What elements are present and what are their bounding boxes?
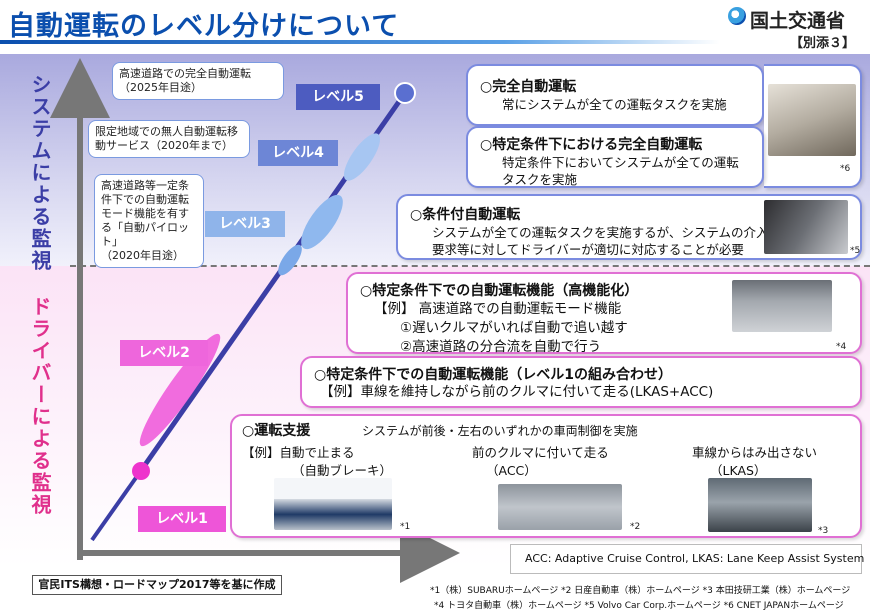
- example2-label: 前のクルマに付いて走る: [472, 445, 609, 460]
- ref-3: *3: [818, 526, 829, 536]
- level3-bubble: 高速道路等一定条件下での自動運転モード機能を有する「自動パイロット」（2020年…: [94, 174, 204, 268]
- level3-lens-small: [278, 244, 302, 276]
- ref-6: *6: [840, 164, 851, 174]
- example3-sub: （LKAS）: [710, 463, 767, 478]
- acc-photo: [498, 484, 622, 530]
- level5-point: [394, 82, 416, 104]
- ministry-logo-icon: [728, 7, 746, 25]
- level4-card: ○特定条件下における完全自動運転 特定条件下においてシステムが全ての運転 タスク…: [466, 126, 764, 188]
- level1-label: レベル1: [138, 506, 226, 532]
- example1-sub: （自動ブレーキ）: [292, 463, 393, 478]
- level4-bubble: 限定地域での無人自動運転移動サービス（2020年まで）: [88, 120, 250, 158]
- example1-label: 【例】自動で止まる: [242, 445, 355, 460]
- level4-label: レベル4: [258, 140, 338, 166]
- page-title: 自動運転のレベル分けについて: [8, 11, 400, 42]
- lkas-photo: [708, 478, 812, 532]
- level1-description: システムが前後・左右のいずれかの車両制御を実施: [362, 424, 638, 438]
- level5-card: ○完全自動運転 常にシステムが全ての運転タスクを実施: [466, 64, 764, 126]
- ref-1: *1: [400, 522, 411, 532]
- level5-bubble: 高速道路での完全自動運転（2025年目途）: [112, 62, 284, 100]
- title-underline: [0, 40, 720, 44]
- level5-label: レベル5: [296, 84, 380, 110]
- ref-5: *5: [850, 246, 861, 256]
- footnote-line-1: *1（株）SUBARUホームページ *2 日産自動車（株）ホームページ *3 本…: [430, 586, 851, 596]
- progression-line-bottom: [90, 470, 142, 542]
- driver-monitoring-label: ドライバーによる監視: [28, 296, 52, 516]
- ministry-name: 国土交通省: [750, 10, 846, 32]
- ref-2: *2: [630, 522, 641, 532]
- abbreviation-note: ACC: Adaptive Cruise Control, LKAS: Lane…: [510, 544, 864, 574]
- zone-divider: [70, 265, 870, 267]
- highway-overtaking-photo: [732, 280, 832, 332]
- source-note: 官民ITS構想・ロードマップ2017等を基に作成: [32, 575, 282, 595]
- level3-lens: [301, 194, 343, 250]
- system-monitoring-label: システムによる監視: [28, 74, 52, 272]
- footnote-line-2: *4 トヨタ自動車（株）ホームページ *5 Volvo Car Corp.ホーム…: [434, 601, 844, 611]
- driver-hands-off-photo: [764, 200, 848, 254]
- annex-label: 【別添３】: [790, 36, 856, 51]
- level1-point: [132, 462, 150, 480]
- example3-label: 車線からはみ出さない: [692, 445, 818, 460]
- level3-label: レベル3: [205, 211, 285, 237]
- ref-4: *4: [836, 342, 847, 352]
- auto-brake-photo: [274, 478, 392, 530]
- example2-sub: （ACC）: [486, 463, 537, 478]
- level2-label: レベル2: [120, 340, 208, 366]
- level2-combination-card: ○特定条件下での自動運転機能（レベル1の組み合わせ） 【例】車線を維持しながら前…: [300, 356, 862, 408]
- level4-lens: [343, 133, 381, 181]
- autonomous-car-interior-photo: [768, 84, 856, 156]
